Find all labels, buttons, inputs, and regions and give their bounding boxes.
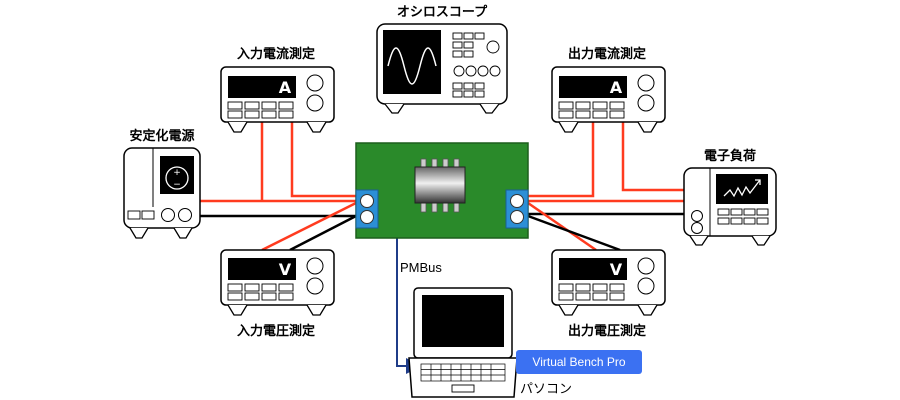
output-terminal	[505, 189, 529, 229]
svg-text:+: +	[173, 168, 181, 178]
output-voltage-label: 出力電圧測定	[568, 323, 646, 339]
power-supply: + − 安定化電源	[123, 128, 201, 239]
waveform-icon	[387, 47, 437, 85]
output-voltage-lead-neg	[527, 214, 621, 252]
electronic-load: 電子負荷	[683, 148, 777, 246]
output-voltage-unit: V	[610, 260, 623, 279]
oscilloscope: オシロスコープ	[376, 5, 508, 114]
pc-label: パソコン	[520, 381, 572, 396]
battery-icon	[165, 166, 189, 190]
oscilloscope-label: オシロスコープ	[397, 5, 488, 20]
output-current-meter: A 出力電流測定	[551, 46, 666, 133]
electronic-load-label: 電子負荷	[704, 148, 756, 164]
input-current-lead-b	[290, 122, 356, 198]
input-terminal	[355, 189, 379, 229]
output-current-label: 出力電流測定	[568, 46, 646, 62]
dut-board	[355, 142, 529, 239]
input-voltage-lead-neg	[289, 214, 357, 252]
keyboard-icon	[420, 363, 506, 382]
variable-load-icon	[723, 179, 761, 198]
output-voltage-meter: V 出力電圧測定	[551, 249, 666, 339]
virtual-bench-pro-badge: Virtual Bench Pro	[516, 350, 642, 374]
touchpad-icon	[451, 384, 475, 393]
input-current-unit: A	[279, 78, 292, 97]
ic-chip	[414, 158, 466, 213]
output-current-lead-b	[621, 122, 690, 192]
wiring	[200, 122, 690, 374]
input-voltage-label: 入力電圧測定	[237, 323, 315, 339]
output-current-lead-a	[528, 122, 595, 198]
pmbus-line	[389, 224, 422, 374]
input-current-meter: A 入力電流測定	[220, 46, 335, 133]
input-current-label: 入力電流測定	[237, 46, 315, 62]
input-voltage-lead-pos	[261, 201, 357, 252]
power-supply-label: 安定化電源	[129, 128, 194, 144]
input-voltage-unit: V	[279, 260, 292, 279]
output-current-unit: A	[610, 78, 623, 97]
output-voltage-lead-pos	[527, 201, 597, 252]
svg-text:−: −	[173, 180, 181, 190]
pc-laptop: パソコン	[408, 287, 572, 398]
pmbus-label: PMBus	[400, 260, 442, 275]
input-voltage-meter: V 入力電圧測定	[220, 249, 335, 339]
